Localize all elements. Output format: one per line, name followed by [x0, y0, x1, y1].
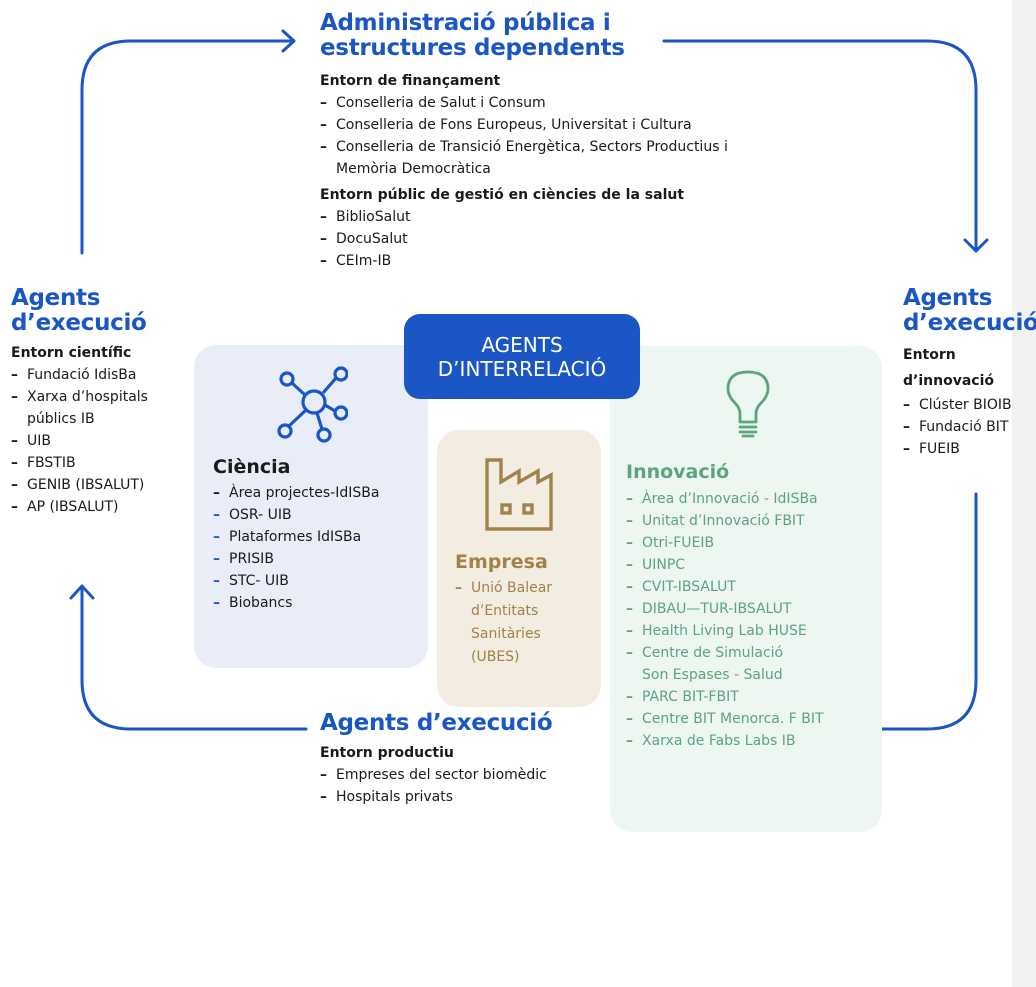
list-item: –Unitat d’Innovació FBIT: [626, 513, 805, 529]
lightbulb-icon: [726, 370, 770, 438]
list-item: –DocuSalut: [320, 231, 408, 247]
arrow-right-to-bottom: [614, 492, 978, 731]
factory-icon: [485, 458, 553, 531]
list-item: –Conselleria de Fons Europeus, Universit…: [320, 117, 692, 133]
financing-list: –Conselleria de Salut i Consum –Conselle…: [320, 92, 880, 180]
right-block: Agents d’execució Entorn d’innovació –Cl…: [903, 285, 1036, 460]
right-title: Agents d’execució: [903, 285, 1036, 336]
list-item: –UINPC: [626, 557, 686, 573]
list-item: –Plataformes IdISBa: [213, 529, 362, 545]
innovacio-title: Innovació: [626, 461, 730, 483]
list-item: –BiblioSalut: [320, 209, 411, 225]
list-item: –CVIT-IBSALUT: [626, 579, 736, 595]
list-item: –Centre BIT Menorca. F BIT: [626, 711, 824, 727]
left-heading: Entorn científic: [11, 345, 132, 361]
list-item: –Fundació BIT: [903, 419, 1009, 435]
list-item: –FUEIB: [903, 441, 960, 457]
network-nodes-icon: [277, 366, 348, 443]
arrowhead-right: [963, 238, 989, 253]
bottom-block: Agents d’execució Entorn productiu –Empr…: [320, 711, 720, 808]
agents-interrelacio-badge: AGENTS D’INTERRELACIÓ: [404, 314, 640, 399]
left-title: Agents d’execució: [11, 285, 147, 336]
list-item: –Conselleria de Salut i Consum: [320, 95, 546, 111]
list-item: –AP (IBSALUT): [11, 499, 119, 515]
ciencia-panel: Ciència –Àrea projectes-IdISBa –OSR- UIB…: [194, 345, 428, 668]
top-block: Administració pública i estructures depe…: [320, 11, 880, 272]
list-item: –Xarxa de Fabs Labs IB: [626, 733, 796, 749]
innovacio-list: –Àrea d’Innovació - IdISBa –Unitat d’Inn…: [626, 488, 882, 752]
list-item: –Biobancs: [213, 595, 293, 611]
list-item: –Health Living Lab HUSE: [626, 623, 807, 639]
list-item: –PRISIB: [213, 551, 274, 567]
arrow-left-to-top: [80, 39, 294, 255]
list-item: –Àrea projectes-IdISBa: [213, 485, 380, 501]
list-item: –PARC BIT-FBIT: [626, 689, 739, 705]
bottom-heading: Entorn productiu: [320, 745, 454, 761]
list-item: –UIB: [11, 433, 51, 449]
list-item: –Àrea d’Innovació - IdISBa: [626, 491, 818, 507]
arrowhead-left: [69, 584, 95, 600]
right-edge-strip: [1012, 0, 1036, 987]
empresa-title: Empresa: [455, 551, 548, 573]
right-heading: Entorn d’innovació: [903, 347, 994, 389]
list-item: –GENIB (IBSALUT): [11, 477, 145, 493]
list-item: –Hospitals privats: [320, 789, 454, 805]
innovacio-panel: Innovació –Àrea d’Innovació - IdISBa –Un…: [610, 346, 882, 832]
ciencia-title: Ciència: [213, 456, 291, 478]
list-item: –Clúster BIOIB: [903, 397, 1012, 413]
arrow-top-to-right: [662, 39, 978, 252]
bottom-title: Agents d’execució: [320, 710, 553, 736]
list-item: –CEIm-IB: [320, 253, 392, 269]
bottom-list: –Empreses del sector biomèdic –Hospitals…: [320, 764, 720, 808]
financing-heading: Entorn de finançament: [320, 73, 501, 89]
list-item: –Conselleria de Transició Energètica, Se…: [320, 139, 728, 177]
list-item: –Otri-FUEIB: [626, 535, 715, 551]
top-title: Administració pública i estructures depe…: [320, 10, 625, 61]
arrow-bottom-to-left: [80, 586, 308, 731]
right-list: –Clúster BIOIB –Fundació BIT –FUEIB: [903, 394, 1033, 460]
list-item: –STC- UIB: [213, 573, 289, 589]
public-heading: Entorn públic de gestió en ciències de l…: [320, 187, 685, 203]
left-block: Agents d’execució Entorn científic –Fund…: [11, 286, 191, 518]
arrowhead-top: [281, 29, 296, 53]
list-item: –DIBAU—TUR-IBSALUT: [626, 601, 792, 617]
ciencia-list: –Àrea projectes-IdISBa –OSR- UIB –Plataf…: [213, 482, 428, 614]
public-list: –BiblioSalut –DocuSalut –CEIm-IB: [320, 206, 880, 272]
list-item: –Fundació IdisBa: [11, 367, 137, 383]
list-item: –OSR- UIB: [213, 507, 292, 523]
list-item: –Empreses del sector biomèdic: [320, 767, 547, 783]
list-item: –FBSTIB: [11, 455, 76, 471]
